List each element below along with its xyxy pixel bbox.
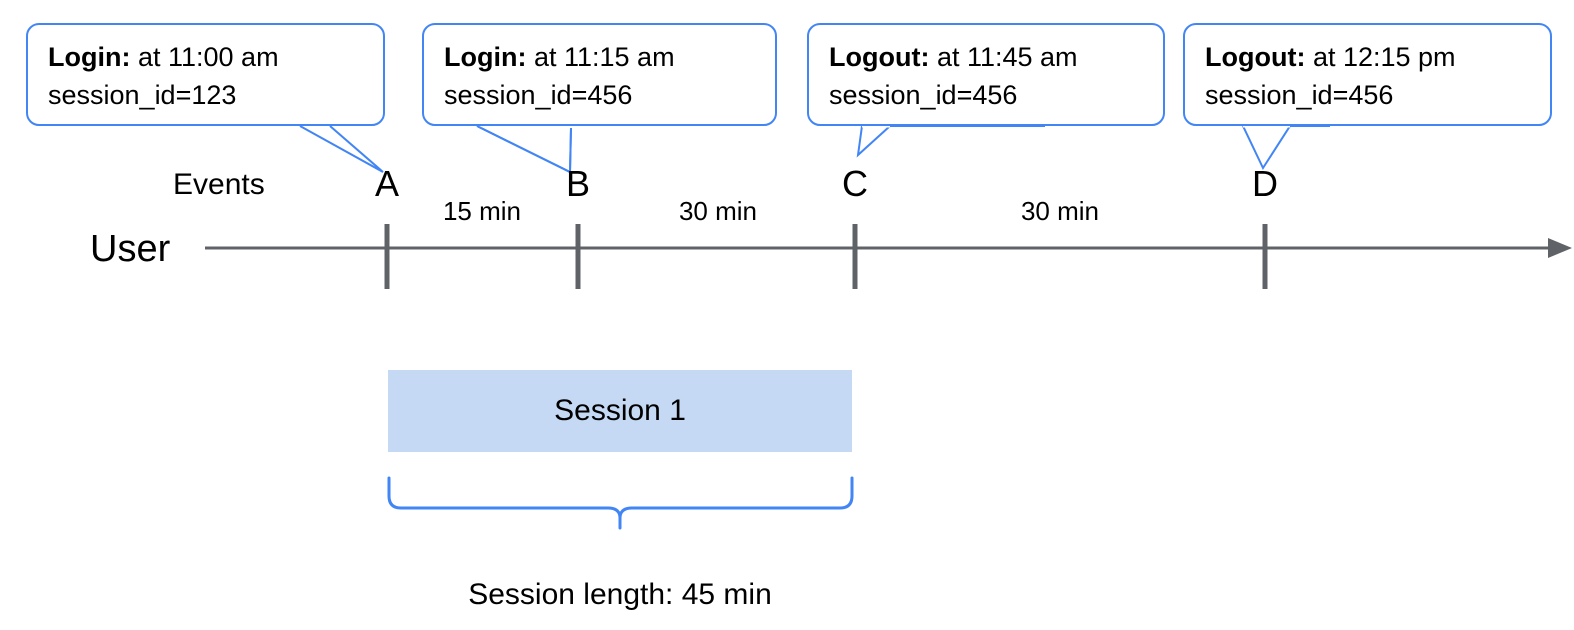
callout-d-tail-icon bbox=[1242, 124, 1330, 171]
callout-event-d: Logout: at 12:15 pm session_id=456 bbox=[1183, 23, 1552, 126]
callout-d-lead: Logout: bbox=[1205, 42, 1306, 72]
callout-event-a: Login: at 11:00 am session_id=123 bbox=[26, 23, 385, 126]
callout-b-tail-icon bbox=[476, 124, 572, 174]
callout-event-b: Login: at 11:15 am session_id=456 bbox=[422, 23, 777, 126]
callout-a-line2: session_id=123 bbox=[48, 80, 237, 110]
duration-label-ab: 15 min bbox=[442, 196, 522, 226]
timeline-axis bbox=[205, 238, 1572, 258]
callout-b-line1: Login: at 11:15 am bbox=[444, 38, 755, 76]
session-bar-label: Session 1 bbox=[554, 394, 686, 427]
session-bar: Session 1 bbox=[388, 370, 852, 452]
callout-event-c: Logout: at 11:45 am session_id=456 bbox=[807, 23, 1165, 126]
session-span-brace-icon bbox=[387, 476, 854, 530]
callout-d-line1: Logout: at 12:15 pm bbox=[1205, 38, 1530, 76]
events-row-label: Events bbox=[173, 168, 265, 201]
callout-b-time: at 11:15 am bbox=[526, 42, 675, 72]
callout-c-time: at 11:45 am bbox=[929, 42, 1078, 72]
callout-b-lead: Login: bbox=[444, 42, 527, 72]
callout-a-time: at 11:00 am bbox=[130, 42, 279, 72]
tick-label-b: B bbox=[565, 163, 590, 204]
user-row-label: User bbox=[90, 228, 171, 270]
callout-a-lead: Login: bbox=[48, 42, 131, 72]
callout-a-line1: Login: at 11:00 am bbox=[48, 38, 363, 76]
tick-label-d: D bbox=[1252, 163, 1278, 204]
callout-b-line2: session_id=456 bbox=[444, 80, 633, 110]
callout-c-lead: Logout: bbox=[829, 42, 930, 72]
callout-d-line2: session_id=456 bbox=[1205, 80, 1394, 110]
callout-c-line2: session_id=456 bbox=[829, 80, 1018, 110]
tick-label-c: C bbox=[842, 163, 868, 204]
callout-c-line1: Logout: at 11:45 am bbox=[829, 38, 1143, 76]
callout-d-time: at 12:15 pm bbox=[1305, 42, 1456, 72]
session-length-caption: Session length: 45 min bbox=[468, 578, 772, 611]
duration-label-cd: 30 min bbox=[1020, 196, 1100, 226]
duration-label-bc: 30 min bbox=[678, 196, 758, 226]
callout-c-tail-icon bbox=[856, 124, 1045, 158]
tick-label-a: A bbox=[374, 163, 399, 204]
